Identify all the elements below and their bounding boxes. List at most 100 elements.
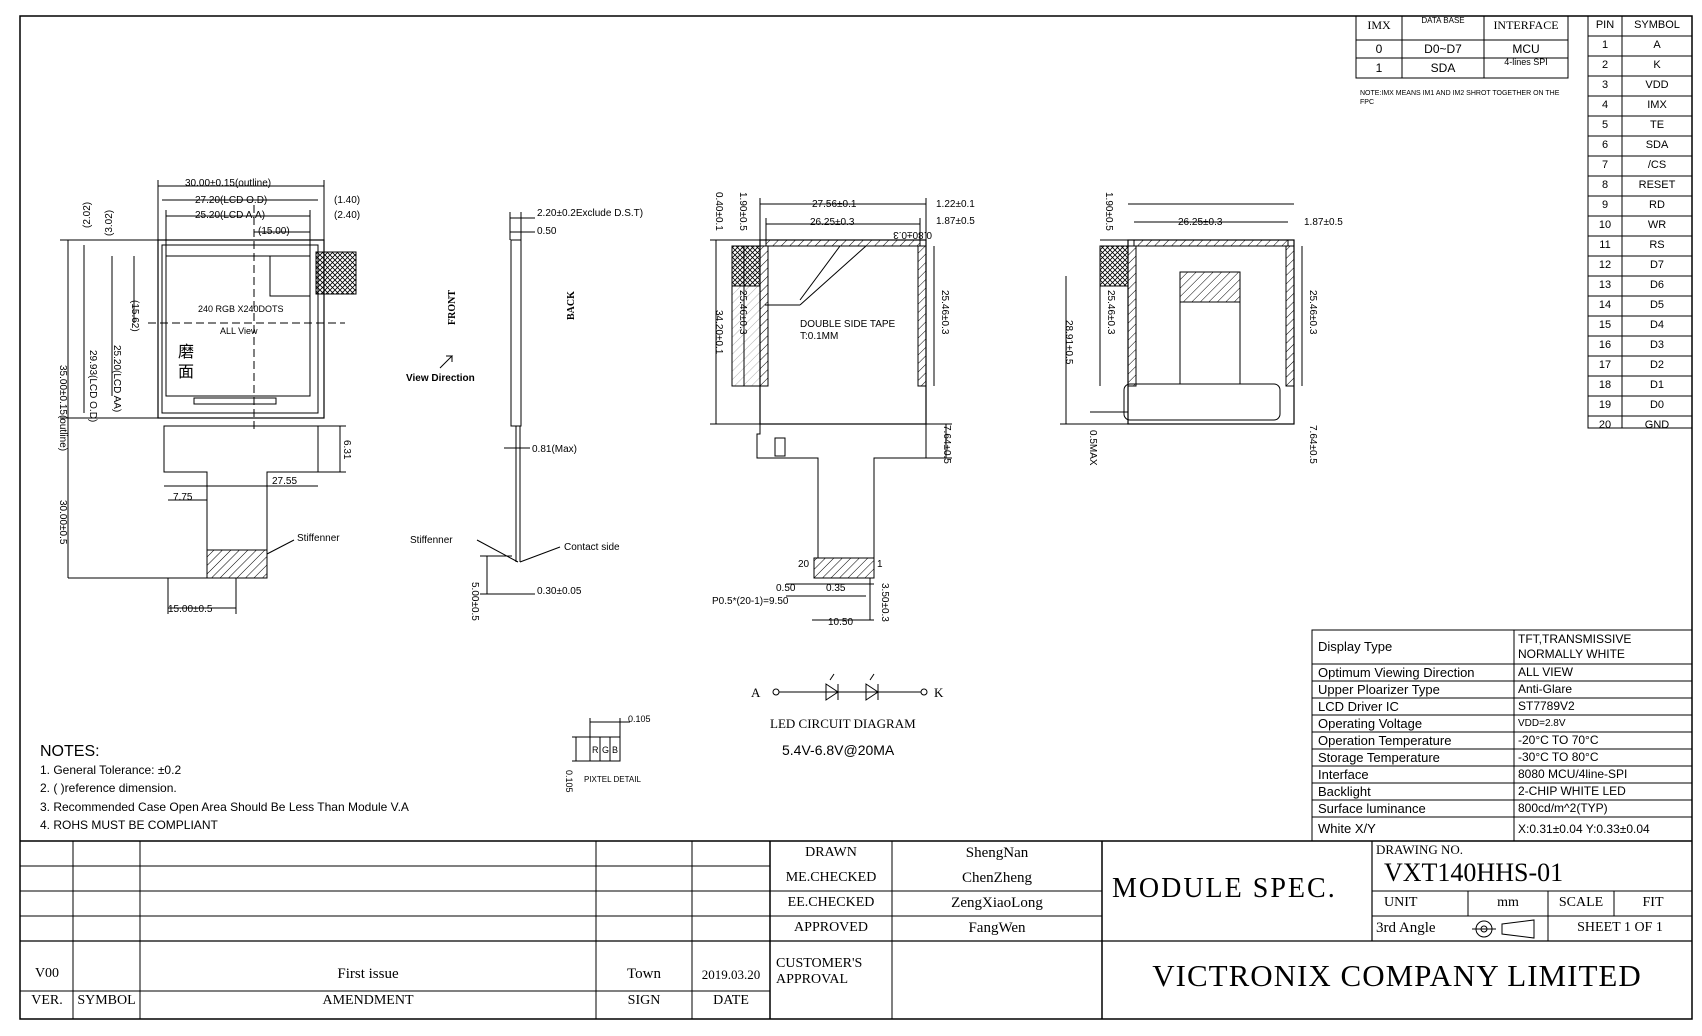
dim-2756: 27.56±0.1 [812, 199, 857, 210]
dim-15: (15.00) [258, 226, 290, 237]
spec-label: Surface luminance [1318, 801, 1426, 816]
note-3: 3. Recommended Case Open Area Should Be … [40, 800, 409, 814]
dim2-187: 1.87±0.5 [1304, 217, 1343, 228]
pin-header-pin: PIN [1595, 19, 1615, 31]
front-view-labels: 30.00±0.15(outline) 27.20(LCD O.D) 25.20… [57, 178, 360, 615]
pin-symbol: VDD [1645, 79, 1669, 91]
dim-fpc-w: 15.00±0.5 [168, 604, 213, 615]
dim-050: 0.50 [537, 226, 557, 237]
dim-220: 2.20±0.2Exclude D.S.T) [537, 208, 643, 219]
pixel-detail [572, 718, 630, 762]
pin-symbol: A [1653, 39, 1661, 51]
dim-outline-w: 30.00±0.15(outline) [185, 178, 271, 189]
notes-title: NOTES: [40, 743, 100, 760]
iface-header-db: DATA BASE [1421, 16, 1465, 25]
notes: NOTES: 1. General Tolerance: ±0.2 2. ( )… [40, 743, 409, 832]
rev-ver-header: VER. [31, 993, 63, 1008]
drawing-no: VXT140HHS-01 [1384, 858, 1564, 887]
pin-symbol: TE [1649, 119, 1665, 131]
led-circuit-labels: A K LED CIRCUIT DIAGRAM 5.4V-6.8V@20MA [751, 685, 944, 758]
dim-2546-left: 25.46±0.3 [737, 290, 748, 335]
dim-500: 5.00±0.5 [469, 582, 480, 621]
spec-label: Display Type [1318, 639, 1393, 654]
dim2-05max: 0.5MAX [1087, 430, 1098, 466]
iface-r1c1: 0 [1375, 42, 1383, 56]
angle-label: 3rd Angle [1376, 920, 1436, 936]
module-spec-label: MODULE SPEC. [1112, 873, 1337, 904]
pin-symbol: K [1653, 59, 1661, 71]
pin-number: 2 [1601, 59, 1609, 71]
pin-symbol: RD [1649, 199, 1665, 211]
stiffener-label: Stiffenner [297, 533, 340, 544]
iface-header-if: INTERFACE [1493, 18, 1559, 32]
rev-amendment-header: AMENDMENT [322, 993, 414, 1008]
back-view-labels: 0.40±0.1 1.90±0.5 27.56±0.1 26.25±0.3 1.… [712, 192, 975, 628]
dim-050b: 0.50 [776, 583, 796, 594]
spec-label: Operation Temperature [1318, 733, 1452, 748]
view-label: ALL View [220, 326, 258, 336]
approval-role-me: ME.CHECKED [785, 870, 877, 885]
led-cathode: K [934, 685, 944, 700]
spec-value: 8080 MCU/4line-SPI [1518, 767, 1628, 781]
spec-value: ALL VIEW [1518, 665, 1573, 679]
dim-pitch: P0.5*(20-1)=9.50 [712, 596, 789, 607]
dim-764: 7.64±0.5 [941, 425, 952, 464]
side-stiffener-label: Stiffenner [410, 535, 453, 546]
pixel-dim-h: 0.105 [564, 770, 574, 793]
front-label: FRONT [447, 290, 458, 325]
dim-2755: 27.55 [272, 476, 297, 487]
dim2-190: 1.90±0.5 [1103, 192, 1114, 231]
pin-symbol: D2 [1649, 359, 1665, 371]
spec-label: Backlight [1318, 784, 1371, 799]
spec-label: Upper Ploarizer Type [1318, 682, 1440, 697]
pin-symbol: D7 [1649, 259, 1665, 271]
back-label: BACK [566, 291, 577, 320]
rev-date-value: 2019.03.20 [701, 967, 761, 982]
approval-name-drawn: ShengNan [965, 845, 1029, 861]
spec-label: Storage Temperature [1318, 750, 1440, 765]
dim-1562: (15.62) [129, 300, 140, 332]
front-stiffener-hatch [206, 549, 268, 579]
rev-ver-value: V00 [34, 966, 60, 981]
rev-sign-header: SIGN [627, 993, 661, 1008]
fpc-pin20: 20 [798, 559, 810, 570]
contact-side-label: Contact side [564, 542, 620, 553]
approval-role-approved: APPROVED [794, 920, 868, 935]
front-fpc-hatch [315, 251, 357, 295]
dim-122: 1.22±0.1 [936, 199, 975, 210]
view-direction-label: View Direction [406, 373, 475, 384]
pin-number: 16 [1598, 339, 1612, 351]
spec-label: LCD Driver IC [1318, 699, 1399, 714]
back-view-2 [1060, 203, 1303, 425]
pin-symbol: IMX [1647, 99, 1667, 111]
dim-140: (1.40) [334, 195, 360, 206]
pin-number: 6 [1601, 139, 1609, 151]
dim2-764: 7.64±0.5 [1307, 425, 1318, 464]
dim-081: 0.81(Max) [532, 444, 577, 455]
iface-r1c2: D0~D7 [1424, 42, 1462, 56]
approval-name-approved: FangWen [968, 920, 1026, 936]
led-circuit [772, 673, 928, 701]
dim-aa-w: 25.20(LCD A.A) [195, 210, 265, 221]
tape-thickness: T:0.1MM [800, 331, 838, 342]
pin-number: 19 [1598, 399, 1612, 411]
dim2-2546-right: 25.46±0.3 [1307, 290, 1318, 335]
pin-number: 17 [1598, 359, 1612, 371]
company-name: VICTRONIX COMPANY LIMITED [1152, 958, 1642, 993]
spec-value: -20°C TO 70°C [1518, 733, 1599, 747]
back-view-2-labels: 1.90±0.5 26.25±0.3 1.87±0.5 25.46±0.3 25… [1063, 192, 1343, 466]
spec-value: ST7789V2 [1518, 699, 1575, 713]
iface-r2c1: 1 [1375, 61, 1383, 75]
iface-note: NOTE:IMX MEANS IM1 AND IM2 SHROT TOGETHE… [1360, 90, 1560, 106]
dim-3420: 34.20±0.1 [713, 310, 724, 355]
pin-number: 20 [1598, 419, 1612, 431]
dim-775: 7.75 [173, 492, 193, 503]
spec-value: -30°C TO 80°C [1518, 750, 1599, 764]
dim-350: 3.50±0.3 [879, 583, 890, 622]
pin-number: 14 [1598, 299, 1612, 311]
pin-symbol: GND [1644, 419, 1670, 431]
spec-value: 800cd/m^2(TYP) [1518, 801, 1608, 815]
side-view-labels: 2.20±0.2Exclude D.S.T) 0.50 FRONT BACK V… [406, 208, 643, 621]
pin-number: 15 [1598, 319, 1612, 331]
